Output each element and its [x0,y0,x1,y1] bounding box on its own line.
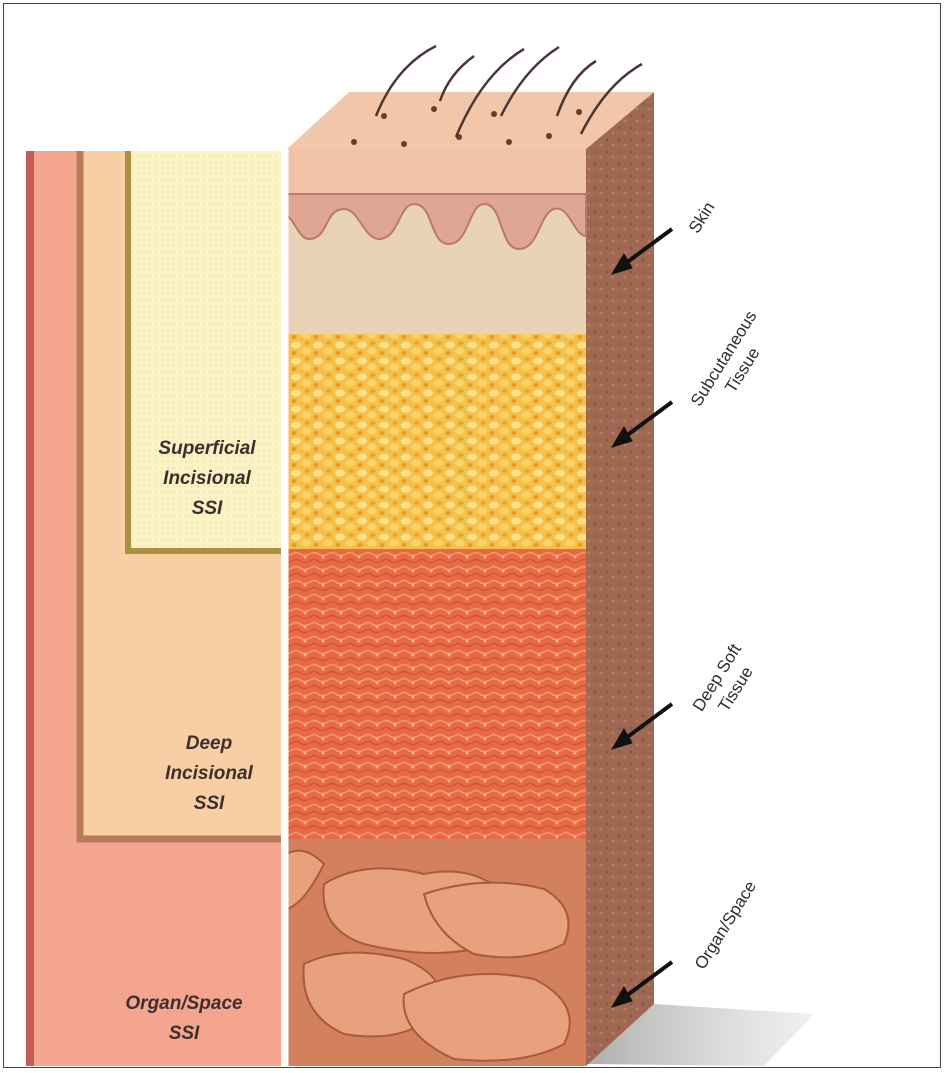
diagram-frame: Superficial Incisional SSI Deep Incision… [3,3,941,1068]
organ-space-zone-border [26,151,34,1066]
deep-incisional-label: Deep Incisional SSI [134,729,284,819]
epidermis-layer [287,149,586,194]
deep-soft-tissue-layer [287,549,586,839]
block-side-face [586,92,654,1066]
subcutaneous-fat-layer [287,334,586,549]
superficial-incisional-label: Superficial Incisional SSI [132,434,282,524]
organ-space-label: Organ/Space SSI [84,989,284,1049]
skin-layers-illustration [4,4,942,1069]
